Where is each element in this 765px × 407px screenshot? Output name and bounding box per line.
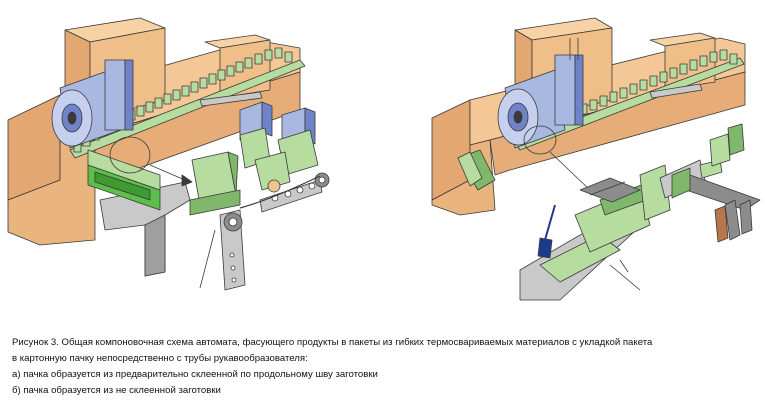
machine-b-leader (523, 125, 591, 191)
machine-a (7, 17, 330, 291)
machine-a-guide (99, 181, 191, 277)
machine-a-tube-former (87, 149, 161, 211)
machine-a-detail (189, 101, 330, 291)
caption: Рисунок 3. Общая компоновочная схема авт… (12, 335, 757, 399)
machine-b-detail (519, 123, 761, 301)
caption-line-4: б) пачка образуется из не склеенной заго… (12, 385, 221, 396)
figure (7, 17, 761, 301)
machine-b-body (431, 17, 746, 216)
machine-a-column (104, 59, 134, 131)
machine-b-rail (649, 83, 703, 99)
machine-b (431, 17, 761, 301)
caption-line-1: Рисунок 3. Общая компоновочная схема авт… (12, 337, 653, 348)
caption-line-3: а) пачка образуется из предварительно ск… (12, 369, 378, 380)
machine-b-column (554, 38, 584, 126)
machine-b-hopper (457, 149, 496, 191)
machine-a-leader (109, 136, 193, 187)
caption-line-2: в картонную пачку непосредственно с труб… (12, 353, 308, 364)
machine-a-rail (199, 91, 263, 107)
machine-b-film-roll (497, 69, 566, 149)
